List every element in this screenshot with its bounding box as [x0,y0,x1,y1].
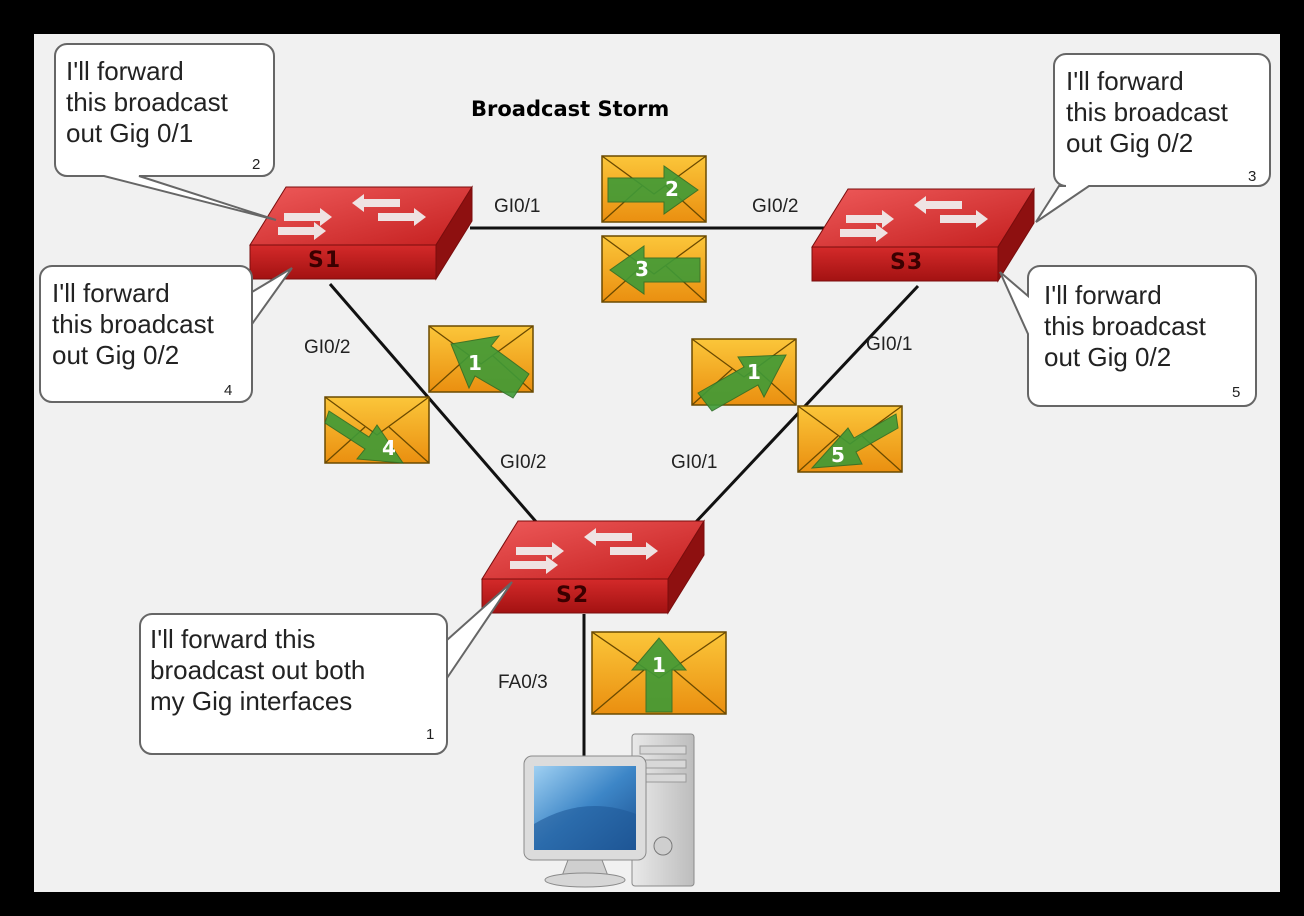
envelope-left-down: 4 [324,396,430,464]
link-s3-s2 [692,284,920,526]
envelope-number: 1 [747,360,761,384]
envelope-number: 1 [652,653,666,677]
port-s2-fa0-3: FA0/3 [498,672,548,693]
port-s1-gi0-1: GI0/1 [494,196,541,217]
envelope-number: 5 [831,443,845,467]
computer-icon [523,733,695,888]
envelope-top-right: 2 [601,155,707,223]
callout-s3-top-bubble [1035,53,1271,223]
switch-s2 [481,519,705,615]
envelope-right-down: 5 [797,405,903,473]
callout-s3-bottom-text: I'll forward this broadcast out Gig 0/2 [1044,280,1206,372]
callout-s3-top-text: I'll forward this broadcast out Gig 0/2 [1066,66,1228,158]
callout-s2-bubble [139,581,513,755]
callout-s3-bottom-bubble [999,265,1257,407]
callout-s1-bottom-bubble [39,265,293,403]
callout-s1-bottom-text: I'll forward this broadcast out Gig 0/2 [52,278,214,370]
network-diagram: 2 3 1 4 1 5 [39,43,1271,888]
port-s2-gi0-1: GI0/1 [671,452,718,473]
envelope-number: 3 [635,257,649,281]
switch-s3 [811,187,1035,283]
callout-s3-bottom-step: 5 [1232,384,1241,401]
link-s1-s2 [328,283,540,525]
callout-s1-top-step: 2 [252,156,261,173]
port-s3-gi0-2: GI0/2 [752,196,799,217]
envelope-number: 1 [468,351,482,375]
callout-s1-top-bubble [54,43,277,221]
switch-arrows-icon [840,196,988,242]
callout-bubbles [39,43,1271,755]
diagram-canvas: 2 3 1 4 1 5 [34,34,1280,892]
envelope-pc-up: 1 [591,631,727,715]
callout-s1-top-text: I'll forward this broadcast out Gig 0/1 [66,56,228,148]
switch-label-s3: S3 [890,250,924,275]
callout-s3-top-step: 3 [1248,168,1257,185]
port-s1-gi0-2: GI0/2 [304,337,351,358]
callout-s2-step: 1 [426,726,435,743]
switch-arrows-icon [278,194,426,240]
callout-s2-text: I'll forward this broadcast out both my … [150,624,366,716]
envelope-number: 4 [382,436,396,460]
diagram-title: Broadcast Storm [471,97,670,121]
envelope-left-up: 1 [428,325,534,399]
port-s3-gi0-1: GI0/1 [866,334,913,355]
envelope-top-left: 3 [601,235,707,303]
switch-s1 [249,185,473,281]
callout-s1-bottom-step: 4 [224,382,233,399]
envelope-right-up: 1 [691,338,797,412]
port-s2-gi0-2: GI0/2 [500,452,547,473]
switch-label-s2: S2 [556,583,590,608]
switch-arrows-icon [510,528,658,574]
network-links [328,226,920,764]
switch-label-s1: S1 [308,248,342,273]
envelope-number: 2 [665,177,679,201]
